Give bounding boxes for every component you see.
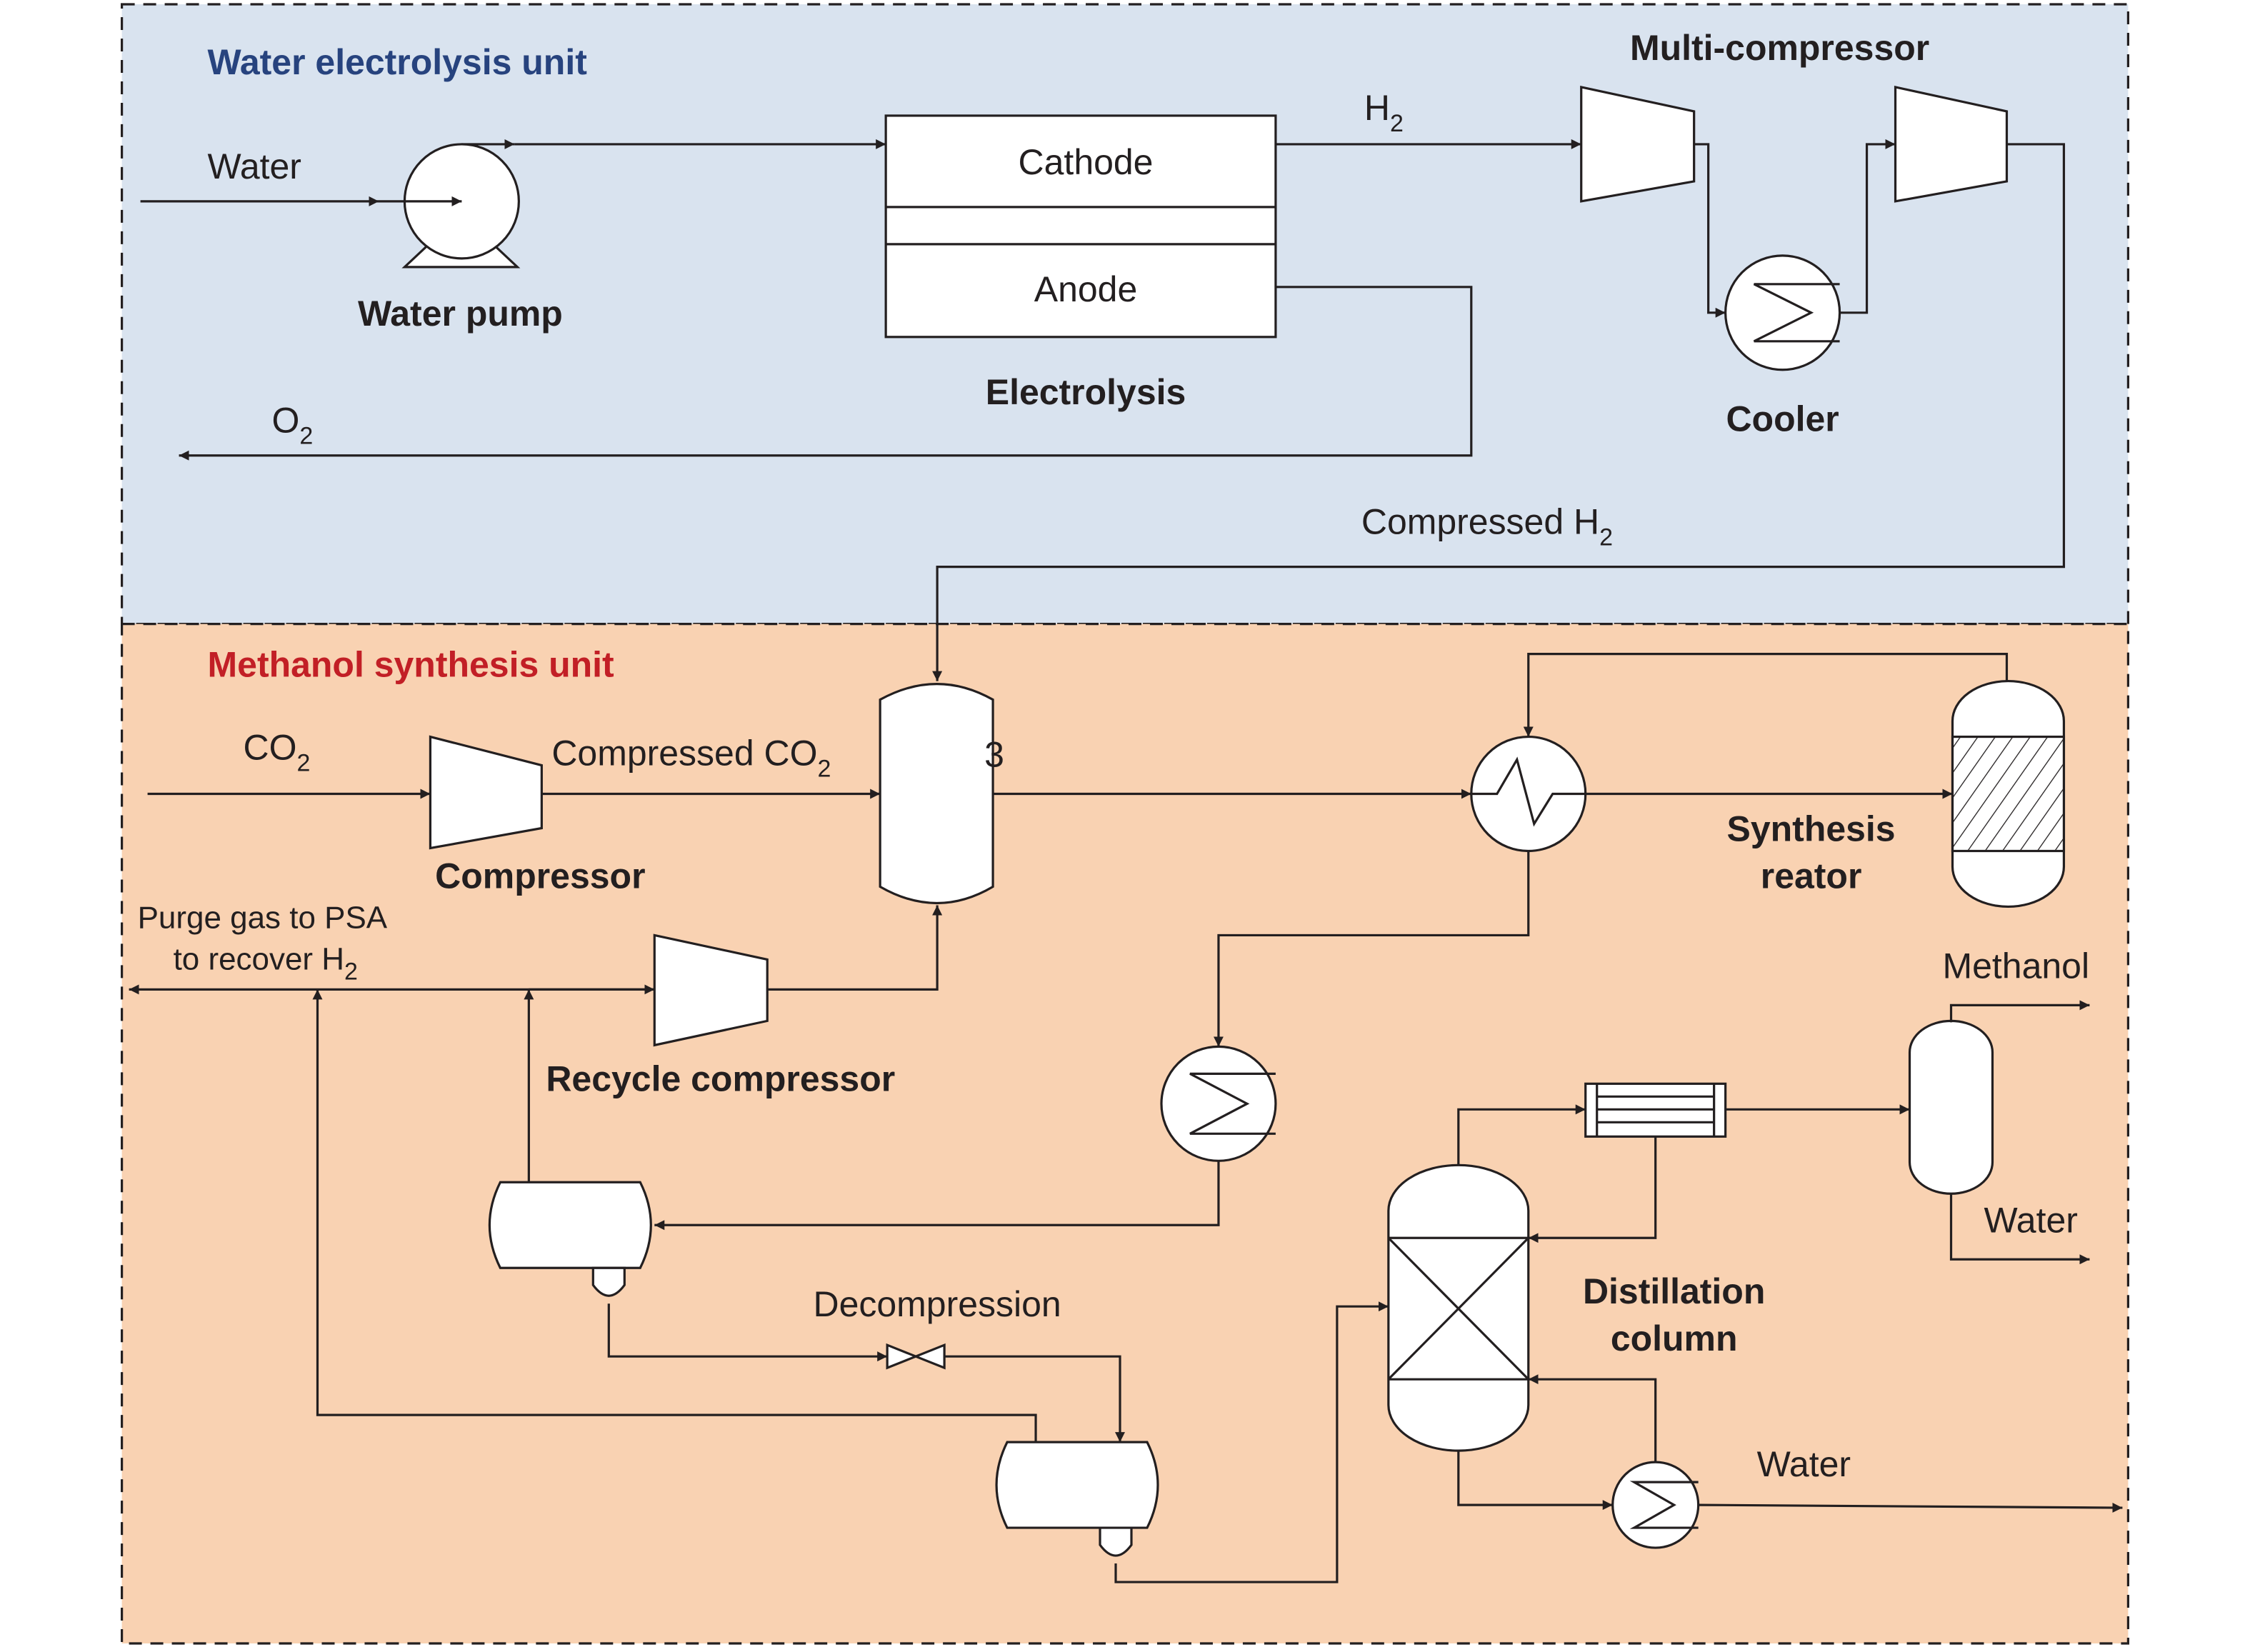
- reflux-line: [1528, 1136, 1657, 1243]
- electrolysis-label: Electrolysis: [986, 372, 1186, 412]
- synthesis-reactor-label-line1: Synthesis: [1727, 809, 1896, 848]
- methanol-unit-title: Methanol synthesis unit: [208, 645, 615, 685]
- electrolyzer-icon: [884, 114, 1277, 339]
- cooler-to-stage2-line: [1839, 139, 1896, 314]
- flash-drum-icon: [995, 1441, 1159, 1557]
- co2-compressor-icon: [429, 735, 543, 850]
- recycle-compressor-label: Recycle compressor: [546, 1058, 895, 1098]
- column-bottoms-line: [1457, 1451, 1613, 1511]
- column-overhead-line: [1457, 1104, 1586, 1166]
- co2-label: CO2: [244, 728, 311, 777]
- water-outlet-top-line: [1949, 1193, 2090, 1265]
- separator-liquid-to-valve-line: [607, 1303, 888, 1362]
- reactor-outlet-to-exchanger-line: [1523, 653, 2009, 737]
- multi-compressor-label: Multi-compressor: [1630, 28, 1929, 68]
- distillation-column-icon: [1387, 1163, 1530, 1452]
- water-outlet-bottom-line: [1698, 1502, 2123, 1513]
- recycle-to-mixer-line: [767, 905, 943, 991]
- o2-label: O2: [272, 401, 314, 450]
- feed-effluent-exchanger-icon: [1470, 735, 1587, 853]
- purge-label-line1: Purge gas to PSA: [138, 900, 388, 935]
- methanol-label: Methanol: [1943, 946, 2090, 986]
- cathode-label: Cathode: [1019, 142, 1154, 182]
- o2-line: [179, 286, 1473, 461]
- recycle-compressor-icon: [653, 933, 769, 1047]
- electrolysis-unit-title: Water electrolysis unit: [208, 42, 588, 82]
- water-inlet-label: Water: [208, 146, 301, 186]
- flash-liquid-to-column-line: [1114, 1301, 1389, 1583]
- valve-to-flash-line: [944, 1355, 1125, 1443]
- methanol-outlet-line: [1949, 1000, 2090, 1023]
- decompression-valve-icon: [886, 1343, 946, 1370]
- flash-gas-to-header-line: [312, 989, 1037, 1443]
- compressor-label: Compressor: [435, 856, 645, 896]
- distillation-label-line2: column: [1611, 1318, 1738, 1358]
- anode-label: Anode: [1034, 269, 1138, 309]
- decompression-label: Decompression: [814, 1284, 1061, 1324]
- water-outlet-top-label: Water: [1984, 1200, 2077, 1240]
- compressed-co2-label: Compressed CO2: [551, 734, 831, 783]
- purge-label-line2: to recover H2: [174, 941, 358, 985]
- reboiler-vapor-return-line: [1528, 1374, 1657, 1463]
- synthesis-reactor-icon: [1951, 679, 2066, 908]
- stray-glyph: 3: [984, 735, 1004, 775]
- compressed-h2-label: Compressed H2: [1361, 502, 1613, 551]
- compressor-stage1-icon: [1580, 85, 1696, 203]
- overhead-condenser-icon: [1584, 1082, 1727, 1138]
- condenser-to-separator-line: [654, 1161, 1220, 1231]
- compressed-h2-line: [932, 143, 2066, 681]
- cooler-label: Cooler: [1726, 399, 1839, 439]
- exchanger-to-condenser-line: [1213, 851, 1530, 1047]
- compressor-stage2-icon: [1894, 85, 2009, 203]
- water-outlet-bottom-label: Water: [1757, 1444, 1851, 1484]
- cooler-icon: [1724, 254, 1841, 371]
- reboiler-icon: [1611, 1461, 1700, 1549]
- water-pump-label: Water pump: [358, 294, 563, 334]
- distillation-label-line1: Distillation: [1583, 1271, 1765, 1311]
- h2-label: H2: [1364, 88, 1404, 137]
- condenser-icon: [1160, 1045, 1277, 1162]
- synthesis-reactor-label-line2: reator: [1761, 856, 1862, 896]
- hp-separator-icon: [488, 1181, 652, 1297]
- mixer-vessel-icon: [879, 682, 994, 905]
- stage1-to-cooler-line: [1694, 143, 1726, 318]
- product-drum-icon: [1908, 1019, 1994, 1195]
